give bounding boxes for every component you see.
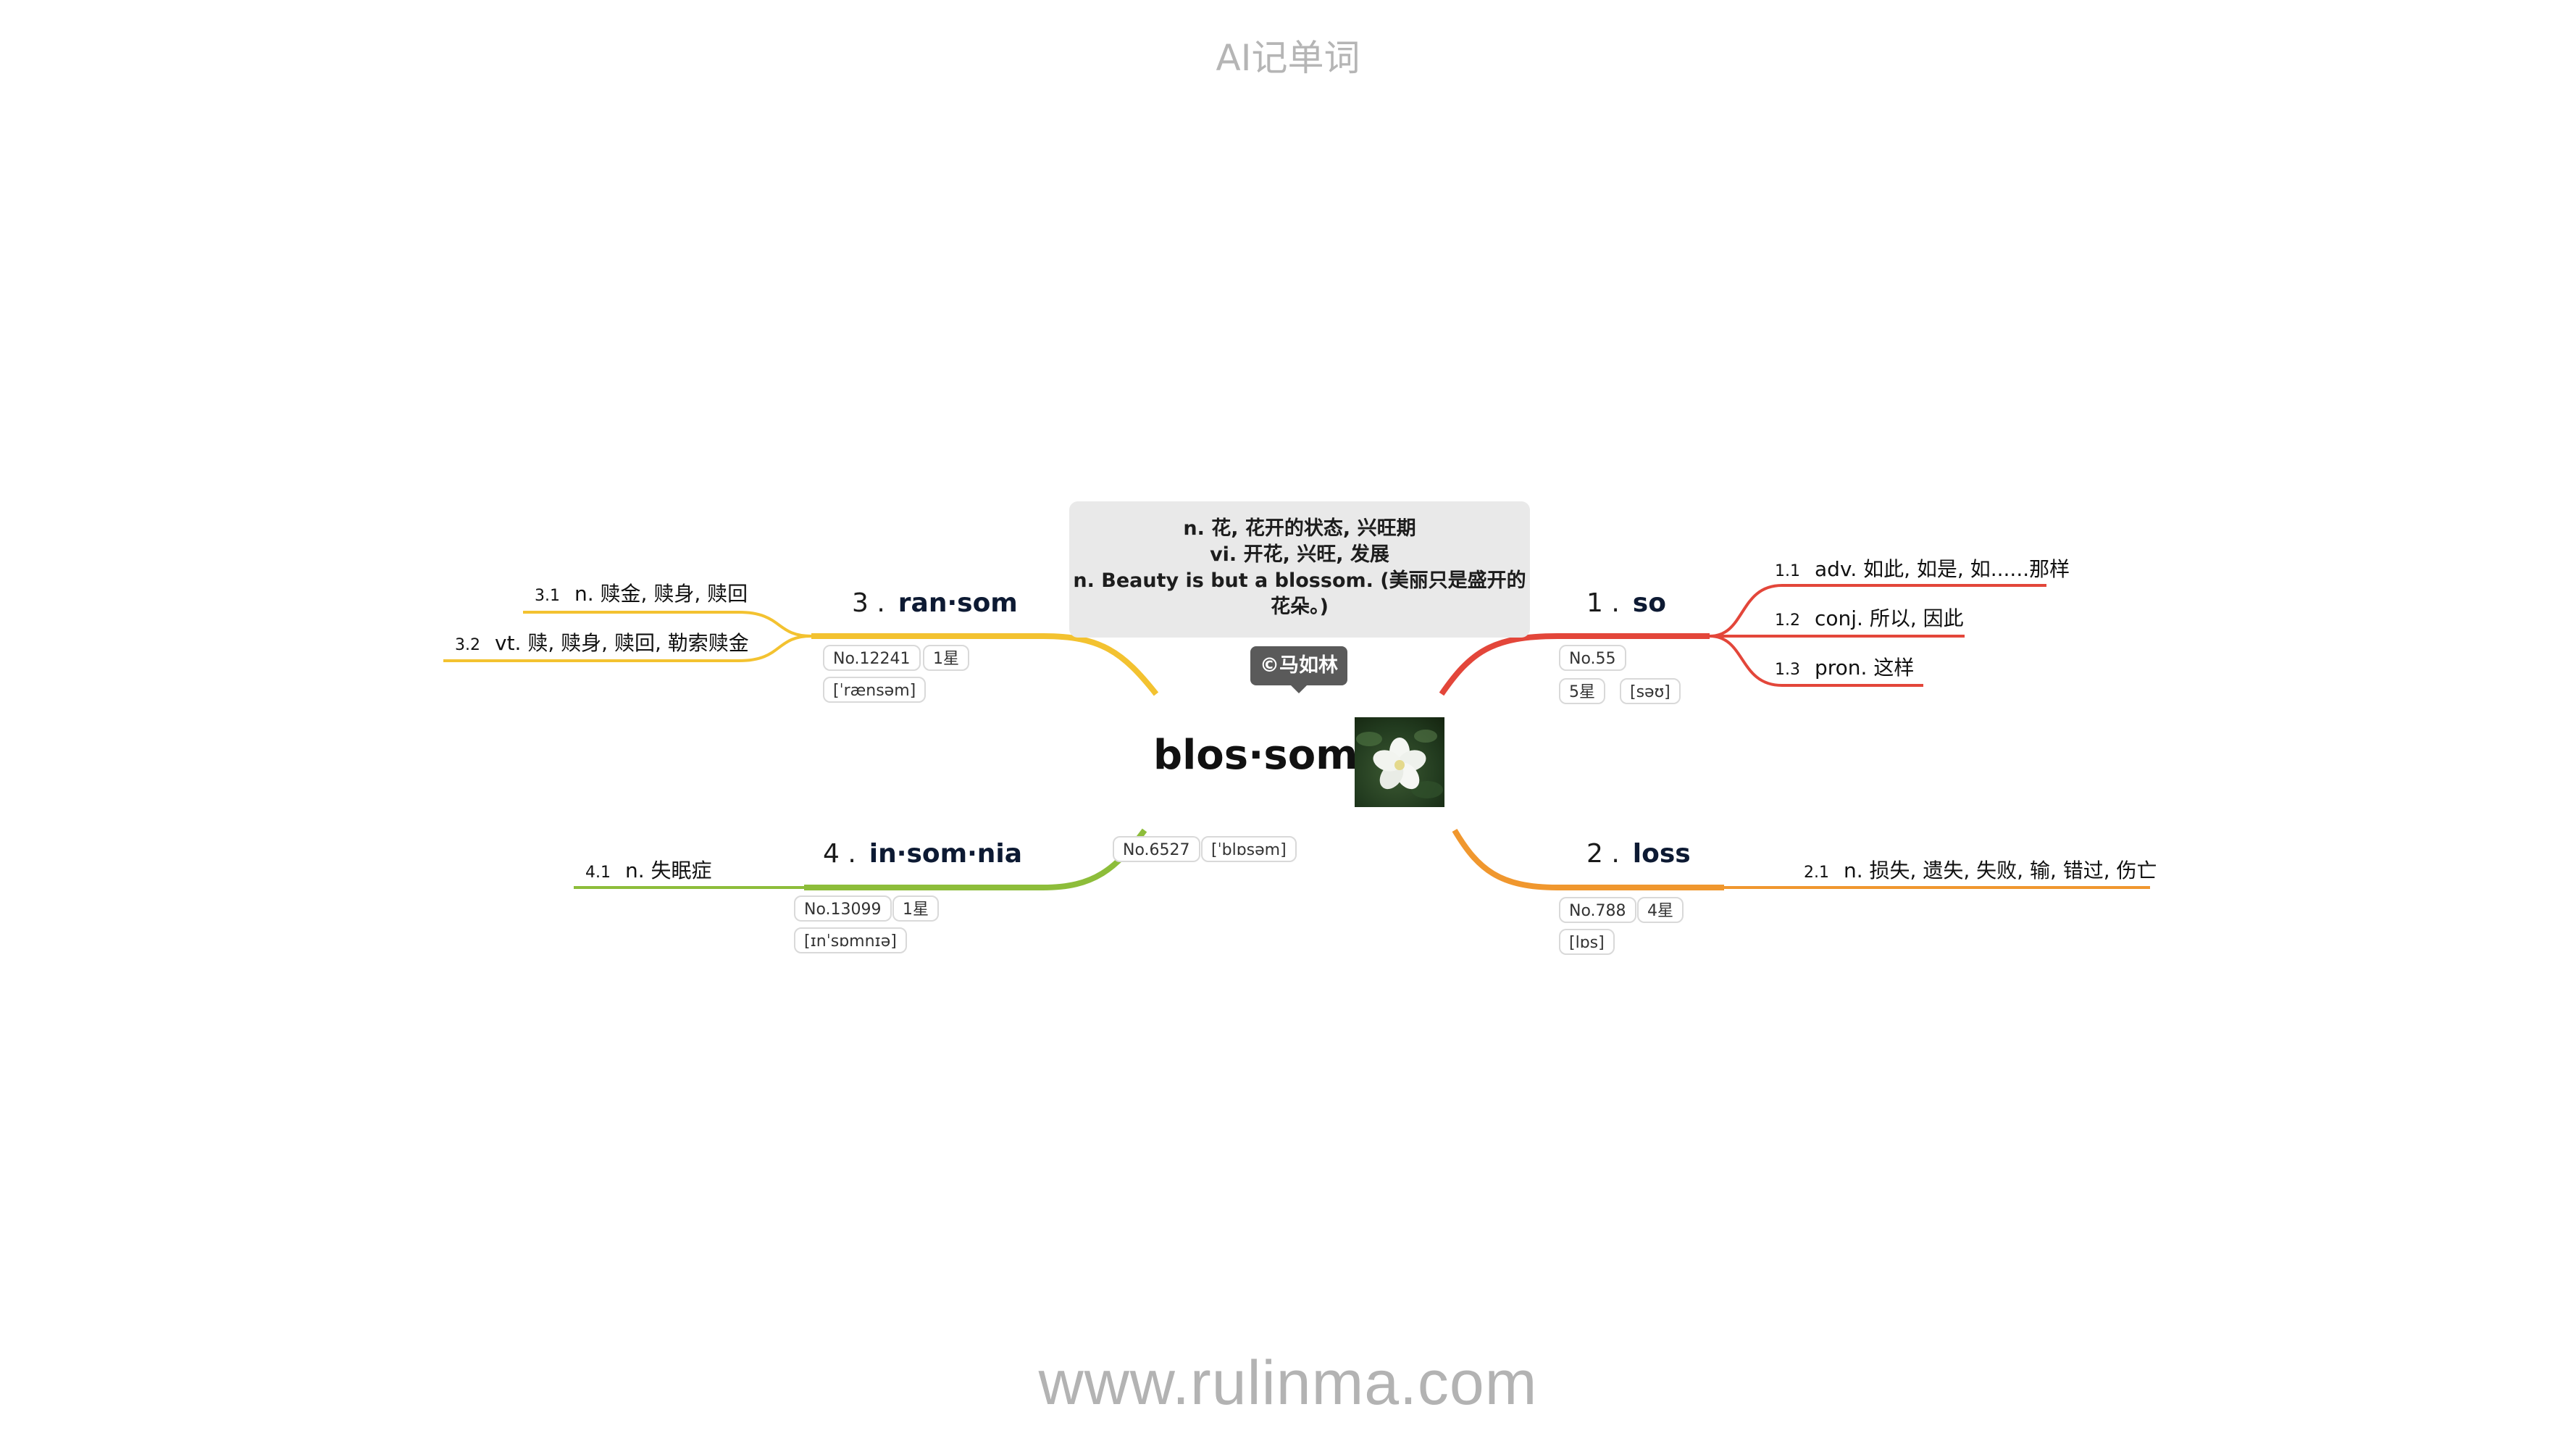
leaf-line-3-1 <box>523 611 812 638</box>
rank-tag: No.13099 <box>794 895 892 922</box>
rank-tag: No.788 <box>1559 897 1636 923</box>
central-rank-tag: No.6527 <box>1113 836 1200 862</box>
branch-word-so: 1 . so <box>1586 588 1666 618</box>
branch-number: 3 . <box>852 588 885 618</box>
branch-word-ransom: 3 . ran·som <box>852 588 1018 618</box>
definition-line: 花朵。) <box>1271 596 1329 618</box>
definition-line: vi. 开花, 兴旺, 发展 <box>1210 543 1389 566</box>
branch-line-ransom <box>811 633 1159 696</box>
phonetic-tag: [ˈrænsəm] <box>823 677 927 703</box>
stars-tag: 5星 <box>1559 678 1605 704</box>
central-phonetic-tag: [ˈblɒsəm] <box>1201 836 1297 862</box>
central-word: blos·som <box>1153 732 1358 779</box>
leaf-line-1-1 <box>1709 584 2046 638</box>
phonetic-tag: [ɪnˈsɒmnɪə] <box>794 927 907 953</box>
leaf-line-3-2 <box>443 635 812 662</box>
branch-word-loss: 2 . loss <box>1586 839 1691 869</box>
branch-number: 1 . <box>1586 588 1620 618</box>
definition-line: n. Beauty is but a blossom. (美丽只是盛开的 <box>1073 569 1526 592</box>
footer-url: www.rulinma.com <box>1038 1348 1538 1418</box>
leaf-line-1-3 <box>1709 635 1923 687</box>
branch-word-text: so <box>1632 588 1666 618</box>
central-definition-box: n. 花, 花开的状态, 兴旺期 vi. 开花, 兴旺, 发展 n. Beaut… <box>1069 501 1530 638</box>
app-title: AI记单词 <box>1216 37 1360 79</box>
rank-tag: No.12241 <box>823 645 921 671</box>
branch-number: 2 . <box>1586 839 1620 869</box>
branch-line-so <box>1439 633 1710 696</box>
branch-word-text: in·som·nia <box>869 839 1023 869</box>
branch-word-insomnia: 4 . in·som·nia <box>823 839 1022 869</box>
stars-tag: 1星 <box>923 645 969 671</box>
copyright-badge: ©马如林 <box>1250 646 1347 693</box>
phonetic-tag: [lɒs] <box>1559 929 1615 955</box>
branch-word-text: ran·som <box>898 588 1018 618</box>
stars-tag: 4星 <box>1637 897 1684 923</box>
branch-word-text: loss <box>1632 839 1691 869</box>
stars-tag: 1星 <box>892 895 939 922</box>
white-flower-photo-icon <box>1355 717 1444 807</box>
phonetic-tag: [səʊ] <box>1620 678 1681 704</box>
branch-number: 4 . <box>823 839 856 869</box>
definition-line: n. 花, 花开的状态, 兴旺期 <box>1183 517 1416 540</box>
rank-tag: No.55 <box>1559 645 1626 671</box>
branch-line-loss <box>1452 828 1724 890</box>
